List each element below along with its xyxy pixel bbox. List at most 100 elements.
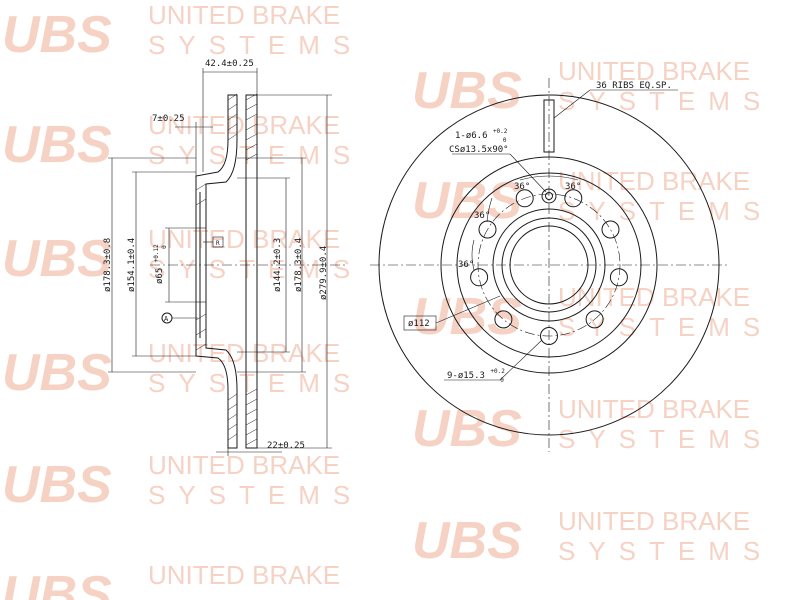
pcd-leader xyxy=(435,295,501,324)
watermark-line2: SYSTEMS xyxy=(148,140,363,170)
small-hole-tol2: 0 xyxy=(503,137,507,144)
countersink-callout: CSø13.5x90° xyxy=(449,145,509,155)
bolt-hole xyxy=(601,220,620,239)
angle-label: 36° xyxy=(514,182,530,192)
watermark-line1: UNITED BRAKE xyxy=(558,506,750,536)
small-hole-countersink xyxy=(541,188,557,204)
watermark-line1: UNITED BRAKE xyxy=(148,560,340,590)
hub-ring-2 xyxy=(501,217,597,313)
watermark-tile: UBS UNITED BRAKE SYSTEMS xyxy=(2,338,363,402)
angle-label: 36° xyxy=(458,260,474,270)
angle-label: 36° xyxy=(565,182,581,192)
watermark-line1: UNITED BRAKE xyxy=(558,282,750,312)
angle-arc xyxy=(471,239,475,271)
watermark-line2: SYSTEMS xyxy=(148,480,363,510)
watermark-logo: UBS xyxy=(2,6,112,64)
watermark-line1: UNITED BRAKE xyxy=(558,166,750,196)
dim-mount-left: ø178.3±0.8 xyxy=(103,238,113,292)
watermark-grid: UBS UNITED BRAKE SYSTEMS UBS UNITED BRAK… xyxy=(2,0,773,600)
hat-inner-edge xyxy=(456,172,642,358)
watermark-line2: SYSTEMS xyxy=(148,254,363,284)
rotor-outer-edge xyxy=(378,94,720,436)
watermark-line2: SYSTEMS xyxy=(558,86,773,116)
small-hole-tol: +0.2 xyxy=(493,128,508,135)
hub-outer-ring xyxy=(492,208,606,322)
watermark-logo: UBS xyxy=(2,344,112,402)
watermark-line1: UNITED BRAKE xyxy=(148,338,340,368)
bolt-hole xyxy=(585,310,604,329)
dim-outer-dia: ø279.9±0.4 xyxy=(319,246,329,300)
holes-callout: 9-ø15.3 +0.2 0 xyxy=(447,366,510,384)
dim-mount-inner: ø154.1±0.4 xyxy=(127,238,137,292)
bolt-hole xyxy=(564,189,583,208)
watermark-line1: UNITED BRAKE xyxy=(148,224,340,254)
watermark-tile: UBS UNITED BRAKE SYSTEMS xyxy=(412,394,773,458)
watermark-line2: SYSTEMS xyxy=(558,196,773,226)
ribs-callout: 36 RIBS EQ.SP. xyxy=(596,81,672,91)
angle-arc xyxy=(486,197,493,223)
bolt-hole xyxy=(540,327,558,345)
watermark-tile: UBS UNITED BRAKE SYSTEMS xyxy=(2,224,363,288)
watermark-logo: UBS xyxy=(2,566,112,600)
small-hole-size: 1-ø6.6 xyxy=(455,131,488,141)
dim-center-bore: ø65 +0.12 0 xyxy=(151,239,168,284)
watermark-logo: UBS xyxy=(2,456,112,514)
rotor-outer-face-left xyxy=(195,94,238,449)
small-hole xyxy=(545,192,553,200)
dim-center-bore-tol2: 0 xyxy=(161,245,168,249)
center-bore xyxy=(509,225,589,305)
rotor-hatching xyxy=(195,93,258,446)
ribs-leader xyxy=(553,89,591,119)
watermark-line1: UNITED BRAKE xyxy=(558,56,750,86)
dim-center-bore-tol: +0.12 xyxy=(153,244,160,262)
dim-center-bore-base: ø65 xyxy=(155,268,165,284)
watermark-logo: UBS xyxy=(412,512,522,570)
watermark-tile: UBS UNITED BRAKE xyxy=(2,560,340,600)
bolt-hole xyxy=(609,268,628,287)
watermark-tile: UBS UNITED BRAKE SYSTEMS xyxy=(412,506,773,570)
bolt-hole xyxy=(494,310,513,329)
watermark-line2: SYSTEMS xyxy=(558,536,773,566)
pcd-circle xyxy=(477,193,621,337)
bolt-hole xyxy=(515,189,534,208)
watermark-tile: UBS UNITED BRAKE SYSTEMS xyxy=(2,110,363,174)
watermark-tile: UBS UNITED BRAKE SYSTEMS xyxy=(412,56,773,120)
watermark-logo: UBS xyxy=(412,62,522,120)
bolt-hole-set xyxy=(470,189,628,345)
rib-slot xyxy=(543,99,555,153)
flag-label: R xyxy=(216,240,220,247)
small-hole-callout: 1-ø6.6 +0.2 0 xyxy=(455,126,513,144)
dim-hat-inner-dia: ø144.2±0.3 xyxy=(273,238,283,292)
bolt-hole xyxy=(478,220,497,239)
watermark-line1: UNITED BRAKE xyxy=(148,110,340,140)
hat-outer-edge xyxy=(440,156,658,374)
watermark-tile: UBS UNITED BRAKE SYSTEMS xyxy=(2,0,350,64)
watermark-line2: SYSTEMS xyxy=(558,424,773,454)
holes-tol2: 0 xyxy=(500,377,504,384)
datum-label: A xyxy=(164,315,169,323)
angle-arc xyxy=(519,175,579,181)
pcd-callout: ø112 xyxy=(408,319,430,329)
small-hole-leader xyxy=(509,153,547,193)
holes-leader xyxy=(499,339,543,381)
dim-hat-outer-dia: ø178.3±0.4 xyxy=(294,238,304,292)
front-view: 36° 36° 36° 36° 36 RIBS EQ.SP. 1-ø6.6 +0… xyxy=(370,78,728,452)
side-section-view: A R 42.4±0.25 7±0.25 22±0.25 ø279.9±0.4 … xyxy=(103,59,345,456)
watermark-logo: UBS xyxy=(412,288,522,346)
dim-hat-thickness: 7±0.25 xyxy=(152,114,185,124)
dim-disc-thickness: 22±0.25 xyxy=(267,441,305,451)
angle-label: 36° xyxy=(474,211,490,221)
watermark-tile: UBS UNITED BRAKE SYSTEMS xyxy=(2,450,363,514)
watermark-tile: UBS UNITED BRAKE SYSTEMS xyxy=(412,282,760,346)
bolt-hole xyxy=(470,268,489,287)
watermark-line1: UNITED BRAKE xyxy=(148,450,340,480)
holes-size: 9-ø15.3 xyxy=(447,371,485,381)
watermark-line2: SYSTEMS xyxy=(148,368,363,398)
watermark-tile: UBS UNITED BRAKE SYSTEMS xyxy=(412,166,773,230)
watermark-line1: UNITED BRAKE xyxy=(148,0,340,30)
watermark-logo: UBS xyxy=(412,172,522,230)
watermark-logo: UBS xyxy=(2,230,112,288)
dim-overall-width: 42.4±0.25 xyxy=(205,59,254,69)
